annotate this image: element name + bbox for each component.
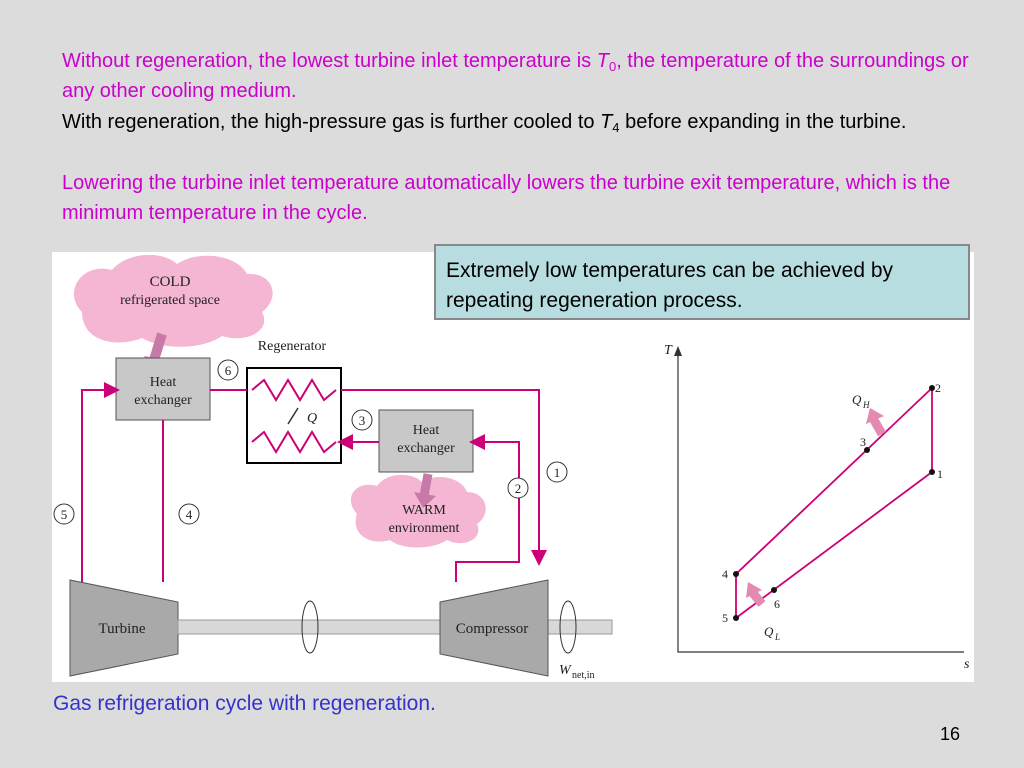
work-sub-label: net,in [572, 670, 595, 681]
ts-x-axis-label: s [964, 657, 970, 672]
qh-label: Q [852, 392, 862, 407]
state-markers: 6 3 1 2 4 5 [53, 359, 568, 525]
warm-label: WARM [402, 503, 446, 518]
ql-sub-label: L [774, 632, 780, 642]
paragraph-lowering-temperature: Lowering the turbine inlet temperature a… [62, 172, 951, 224]
environment-label: environment [389, 521, 460, 536]
rotation-right-icon [559, 600, 577, 654]
ts-point-4: 4 [722, 567, 728, 581]
ts-point-1: 1 [937, 467, 943, 481]
p1-pre: Without regeneration, the lowest turbine… [62, 50, 597, 72]
ql-label: Q [764, 624, 774, 639]
p2-sub: 4 [612, 120, 620, 135]
refrigerated-space-label: refrigerated space [120, 293, 220, 308]
ts-points [733, 385, 935, 621]
rotation-left-icon [301, 600, 319, 654]
state-5-label: 5 [61, 507, 68, 522]
heat-exchanger-right-label-1: Heat [413, 423, 440, 438]
p1-post: , the temperature of the surroundings or… [62, 50, 969, 102]
cold-arrow-icon [149, 332, 167, 362]
warm-cloud: WARM environment [350, 473, 486, 548]
ts-cycle-path [735, 387, 933, 619]
paragraph-with-regeneration: With regeneration, the high-pressure gas… [62, 107, 972, 137]
cycle-figure: COLD refrigerated space Heat exchanger R… [52, 252, 974, 682]
shaft-right [547, 619, 613, 635]
p2-var: T [600, 111, 613, 133]
turbine-label: Turbine [99, 621, 146, 637]
q-label: Q [307, 411, 317, 426]
page-number: 16 [940, 724, 961, 744]
regenerator-coil-bottom [251, 430, 337, 454]
turbine-shape [69, 579, 179, 677]
p1-var: T [596, 50, 609, 72]
state-2-label: 2 [515, 481, 522, 496]
warm-arrow-icon [419, 473, 433, 497]
state-1-label: 1 [554, 465, 561, 480]
cycle-figure-svg: COLD refrigerated space Heat exchanger R… [53, 254, 970, 681]
qh-arrow-icon [870, 417, 886, 437]
qh-sub-label: H [862, 400, 870, 410]
work-label: W [559, 663, 572, 678]
heat-exchanger-right-label-2: exchanger [397, 441, 455, 456]
p2-post: before expanding in the turbine. [619, 111, 907, 133]
state-4-label: 4 [186, 507, 193, 522]
ts-point-3: 3 [860, 435, 866, 449]
heat-exchanger-left [115, 357, 211, 421]
ts-point-2: 2 [935, 381, 941, 395]
regenerator-coil-top [251, 378, 337, 402]
compressor-shape [439, 579, 549, 677]
paragraph-no-regeneration: Without regeneration, the lowest turbine… [62, 46, 972, 106]
figure-caption: Gas refrigeration cycle with regeneratio… [53, 692, 436, 715]
state-3-label: 3 [359, 413, 366, 428]
p2-pre: With regeneration, the high-pressure gas… [62, 111, 601, 133]
cold-cloud: COLD refrigerated space [73, 254, 273, 372]
p1-sub: 0 [608, 59, 617, 74]
heat-exchanger-right [378, 409, 474, 473]
ts-point-6: 6 [774, 597, 780, 611]
ts-diagram: T s 1 2 3 4 5 6 [664, 343, 970, 672]
regenerator-label: Regenerator [258, 339, 327, 354]
shaft-left [177, 619, 441, 635]
cold-label: COLD [150, 274, 191, 290]
callout-box: Extremely low temperatures can be achiev… [434, 244, 970, 320]
flow-lines [81, 382, 547, 582]
heat-exchanger-left-label-2: exchanger [134, 393, 192, 408]
heat-exchanger-left-label-1: Heat [150, 375, 177, 390]
ts-axes [677, 348, 964, 653]
ts-y-axis-label: T [664, 343, 673, 358]
ts-point-5: 5 [722, 611, 728, 625]
state-6-label: 6 [225, 363, 232, 378]
compressor-label: Compressor [456, 621, 529, 637]
